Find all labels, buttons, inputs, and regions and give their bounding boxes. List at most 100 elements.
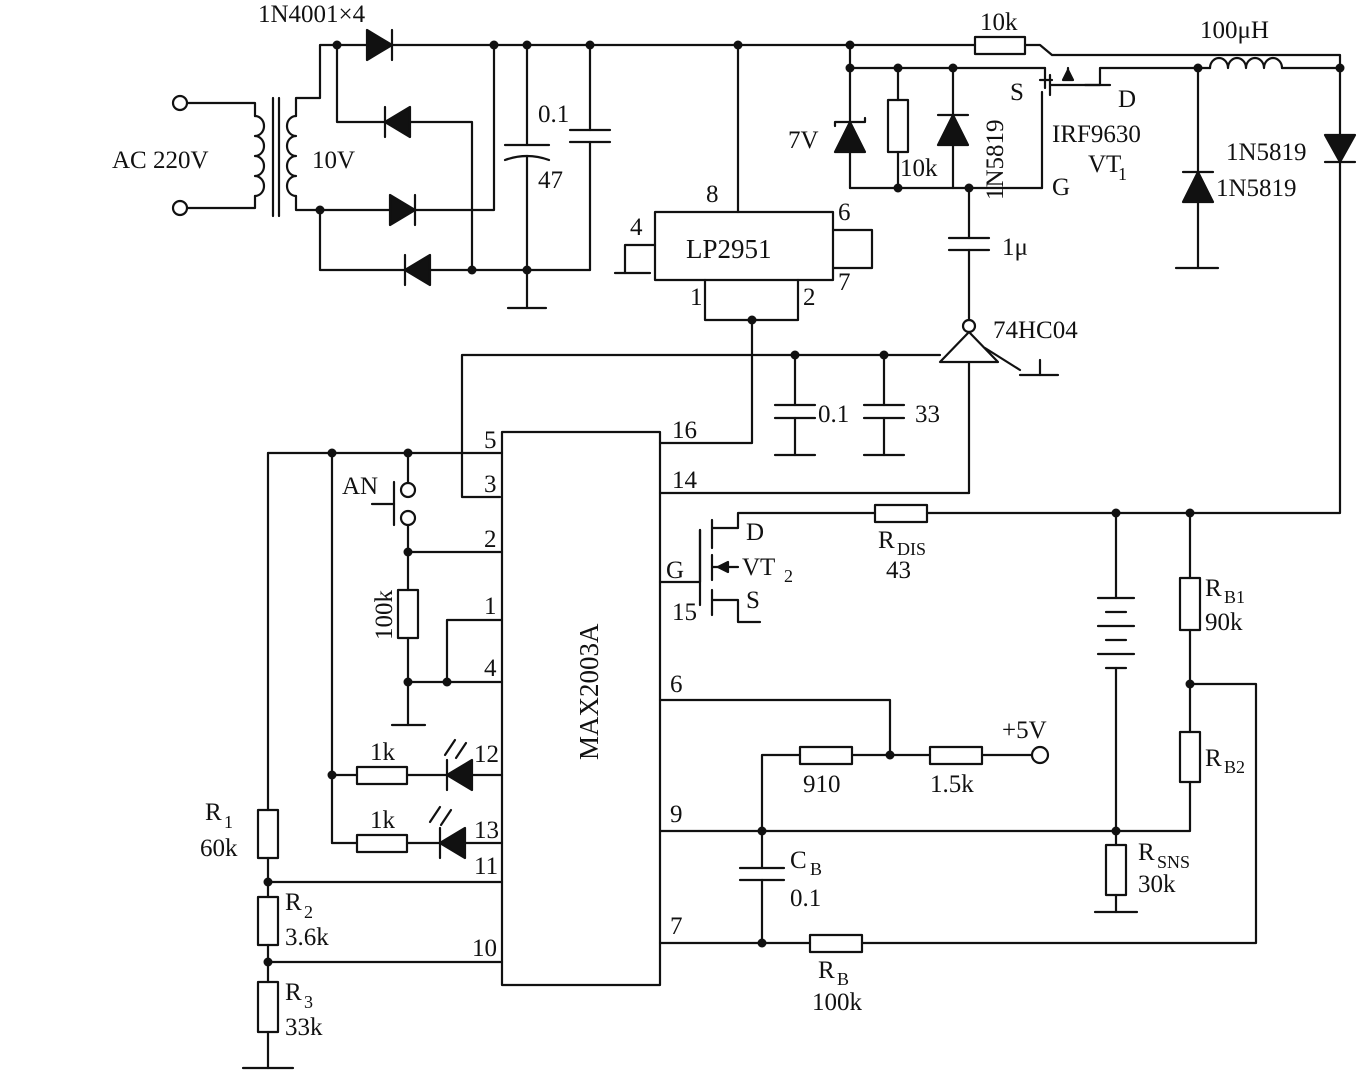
label-pin9: 9: [670, 801, 683, 828]
label-cap-1u: 1μ: [1002, 234, 1028, 261]
label-fet2-d: D: [746, 519, 764, 546]
bridge-rectifier: [315, 28, 852, 287]
label-pin7: 7: [670, 913, 683, 940]
label-reg-pin1: 1: [690, 284, 703, 311]
bridge-diode-4: [403, 253, 432, 287]
discharge-fet-vt2: [658, 503, 1195, 624]
label-pin15: 15: [672, 599, 697, 626]
label-pin16: 16: [672, 417, 697, 444]
transformer: [171, 43, 339, 218]
supply-5v-terminal: [1030, 745, 1050, 765]
label-cap-33: 33: [915, 401, 940, 428]
label-pin13: 13: [474, 817, 499, 844]
label-cap-01-top: 0.1: [538, 101, 569, 128]
resistor-rb: [808, 933, 864, 954]
label-r3-name: R: [285, 979, 302, 1006]
label-pin10: 10: [472, 935, 497, 962]
max2003a-ic: [241, 430, 662, 1070]
label-reg-pin4: 4: [630, 214, 643, 241]
resistor-rdis: [873, 503, 929, 524]
label-cb-name: C: [790, 847, 807, 874]
label-fet1-d: D: [1118, 86, 1136, 113]
label-r-1k-b: 1k: [370, 807, 396, 834]
pmos-switch-area: [833, 35, 1342, 322]
label-r-10k-series: 10k: [980, 9, 1018, 36]
label-rb2-name: R: [1205, 745, 1222, 772]
labels: AC 220V 10V 1N4001×4 0.1 47 LP2951 8 4 6…: [112, 1, 1307, 1041]
label-r1-sub: 1: [224, 812, 233, 832]
label-r-10k-gate: 10k: [900, 155, 938, 182]
label-r2-sub: 2: [304, 902, 313, 922]
label-cap-01-mid: 0.1: [818, 401, 849, 428]
lp2951-regulator: [613, 40, 874, 325]
label-rb-val: 100k: [812, 989, 863, 1016]
label-fet2-sub: 2: [784, 566, 793, 586]
filter-capacitors: [503, 40, 612, 310]
resistor-r1: [256, 808, 280, 860]
label-cap-47: 47: [538, 167, 563, 194]
label-rdis-sub: DIS: [897, 539, 926, 559]
label-zener-7v: 7V: [788, 127, 819, 154]
label-fet2-s: S: [746, 587, 760, 614]
label-pin2: 2: [484, 526, 497, 553]
label-pin1: 1: [484, 593, 497, 620]
label-fet2-name: VT: [742, 554, 775, 581]
bridge-diode-2: [383, 105, 412, 139]
resistor-rsns: [1104, 843, 1128, 897]
label-pin3: 3: [484, 471, 497, 498]
label-rsns-name: R: [1138, 839, 1155, 866]
label-max2003a: MAX2003A: [574, 623, 604, 760]
label-secondary: 10V: [312, 147, 355, 174]
buck-output: [1174, 56, 1357, 515]
label-rb1-val: 90k: [1205, 609, 1243, 636]
resistor-rb2: [1178, 730, 1202, 784]
inverter-74hc04: [938, 330, 1000, 364]
label-1n5819-b: 1N5819: [1216, 175, 1297, 202]
label-1n5819-c: 1N5819: [1226, 139, 1307, 166]
led-1: [445, 758, 474, 792]
bridge-diode-3: [388, 193, 417, 227]
resistor-r3: [256, 980, 280, 1034]
label-r3-sub: 3: [304, 992, 313, 1012]
label-fet2-g: G: [666, 557, 684, 584]
label-bridge-diodes: 1N4001×4: [258, 1, 366, 28]
push-button-an-bottom: [399, 509, 417, 527]
resistor-910: [798, 745, 854, 766]
label-rb1-name: R: [1205, 575, 1222, 602]
zener-7v: [833, 120, 867, 154]
resistor-1k5: [928, 745, 984, 766]
label-r3-val: 33k: [285, 1014, 323, 1041]
label-r-1k5: 1.5k: [930, 771, 974, 798]
label-inverter: 74HC04: [993, 317, 1078, 344]
label-fet1-g: G: [1052, 174, 1070, 201]
label-r1-val: 60k: [200, 835, 238, 862]
label-rb-sub: B: [837, 969, 849, 989]
schottky-1n5819-b: [1181, 170, 1215, 204]
label-rdis-val: 43: [886, 557, 911, 584]
label-pin12: 12: [474, 741, 499, 768]
label-rb1-sub: B1: [1224, 587, 1245, 607]
resistor-r2: [256, 895, 280, 947]
label-fet1-name: VT: [1088, 151, 1121, 178]
label-r2-val: 3.6k: [285, 924, 329, 951]
label-reg-pin7: 7: [838, 269, 851, 296]
schottky-1n5819-c: [1323, 133, 1357, 164]
label-reg-pin8: 8: [706, 181, 719, 208]
ac-input-terminal-bottom: [171, 199, 189, 217]
label-rb2-sub: B2: [1224, 757, 1245, 777]
label-pin4: 4: [484, 655, 497, 682]
label-lp2951: LP2951: [686, 234, 772, 264]
led-2: [438, 826, 467, 860]
label-pin11: 11: [474, 853, 498, 880]
label-r-1k-a: 1k: [370, 739, 396, 766]
resistor-100k: [396, 588, 420, 640]
label-rsns-sub: SNS: [1157, 852, 1190, 872]
bridge-diode-1: [365, 28, 394, 62]
label-cb-sub: B: [810, 859, 822, 879]
inverter-stage: [460, 318, 1060, 499]
label-pin5: 5: [484, 427, 497, 454]
label-r-100k: 100k: [371, 590, 398, 641]
label-reg-pin6: 6: [838, 199, 851, 226]
ac-input-terminal-top: [171, 94, 189, 112]
label-rsns-val: 30k: [1138, 871, 1176, 898]
